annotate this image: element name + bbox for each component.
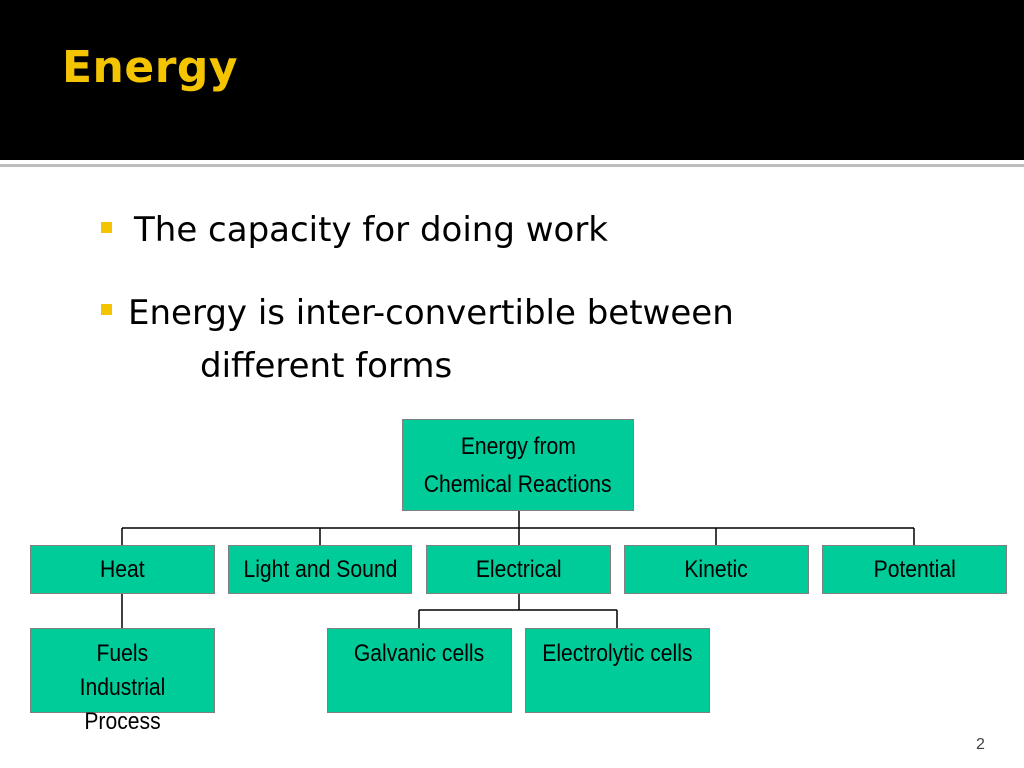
title-divider xyxy=(0,160,1024,163)
node-galvanic-label: Galvanic cells xyxy=(354,640,485,667)
title-bar: Energy xyxy=(0,0,1024,160)
node-root-line-1: Energy from xyxy=(460,433,576,460)
node-electrolytic-label: Electrolytic cells xyxy=(542,640,693,667)
node-potential: Potential xyxy=(822,545,1007,594)
node-electrolytic-cells: Electrolytic cells xyxy=(525,628,710,713)
node-kinetic-label: Kinetic xyxy=(684,556,749,583)
node-galvanic-cells: Galvanic cells xyxy=(327,628,512,713)
node-fuels-line-1: Fuels xyxy=(96,640,149,667)
node-light-label: Light and Sound xyxy=(243,556,397,583)
bullet-square-icon xyxy=(101,304,112,315)
slide-title: Energy xyxy=(62,42,239,93)
page-number: 2 xyxy=(976,736,985,753)
bullet-text-interconvertible-continued: different forms xyxy=(200,346,453,386)
bullet-square-icon xyxy=(101,222,112,233)
node-electrical: Electrical xyxy=(426,545,611,594)
node-fuels-line-2: Industrial Process xyxy=(79,674,166,735)
node-electrical-label: Electrical xyxy=(475,556,562,583)
bullet-text-capacity: The capacity for doing work xyxy=(134,210,608,250)
title-divider-shadow xyxy=(0,164,1024,167)
node-energy-from-chemical-reactions: Energy from Chemical Reactions xyxy=(402,419,634,511)
node-potential-label: Potential xyxy=(873,556,956,583)
node-heat-label: Heat xyxy=(100,556,145,583)
bullet-text-interconvertible: Energy is inter-convertible between xyxy=(128,293,734,333)
node-heat: Heat xyxy=(30,545,215,594)
node-root-line-2: Chemical Reactions xyxy=(424,471,612,498)
node-fuels-industrial-process: Fuels Industrial Process xyxy=(30,628,215,735)
node-kinetic: Kinetic xyxy=(624,545,809,594)
node-light-and-sound: Light and Sound xyxy=(228,545,412,594)
